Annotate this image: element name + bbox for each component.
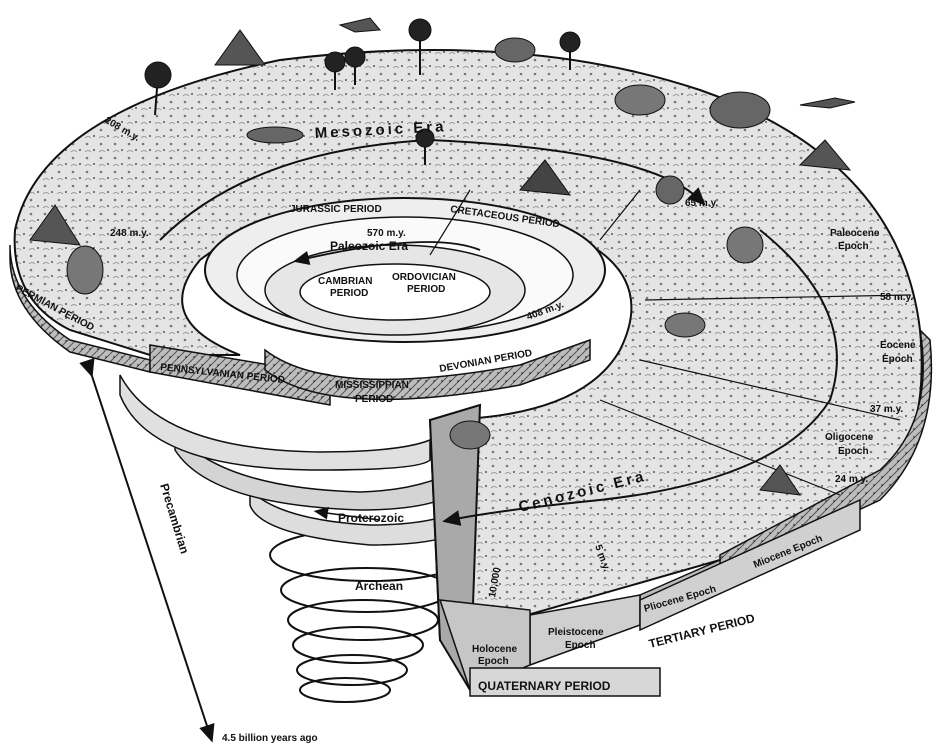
label-jurassic: JURASSIC PERIOD — [290, 204, 382, 215]
label-eocene-2: Epoch — [882, 354, 913, 365]
label-ordovician-2: PERIOD — [407, 284, 445, 295]
label-archean: Archean — [355, 579, 403, 593]
date-bottom: 4.5 billion years ago — [222, 733, 318, 744]
label-cambrian-1: CAMBRIAN — [318, 276, 372, 287]
label-oligocene-2: Epoch — [838, 446, 869, 457]
label-pleistocene-1: Pleistocene — [548, 627, 604, 638]
label-oligocene-1: Oligocene — [825, 432, 874, 443]
label-holocene-2: Epoch — [478, 656, 509, 667]
label-paleozoic: Paleozoic Era — [330, 239, 408, 253]
date-65: 65 m.y. — [685, 198, 718, 209]
date-37: 37 m.y. — [870, 404, 903, 415]
label-precambrian: Precambrian — [157, 482, 192, 556]
label-proterozoic: Proterozoic — [338, 511, 404, 525]
label-quaternary: QUATERNARY PERIOD — [478, 679, 611, 693]
date-24: 24 m.y. — [835, 474, 868, 485]
label-holocene-1: Holocene — [472, 644, 517, 655]
label-eocene-1: Eocene — [880, 340, 916, 351]
date-570: 570 m.y. — [367, 228, 406, 239]
label-mississippian-1: MISSISSIPPIAN — [335, 380, 409, 391]
label-paleocene-2: Epoch — [838, 241, 869, 252]
label-paleocene-1: Paleocene — [830, 228, 880, 239]
label-ordovician-1: ORDOVICIAN — [392, 272, 456, 283]
date-58: 58 m.y. — [880, 292, 913, 303]
label-cambrian-2: PERIOD — [330, 288, 368, 299]
label-pleistocene-2: Epoch — [565, 640, 596, 651]
label-mississippian-2: PERIOD — [355, 394, 393, 405]
date-248: 248 m.y. — [110, 228, 149, 239]
